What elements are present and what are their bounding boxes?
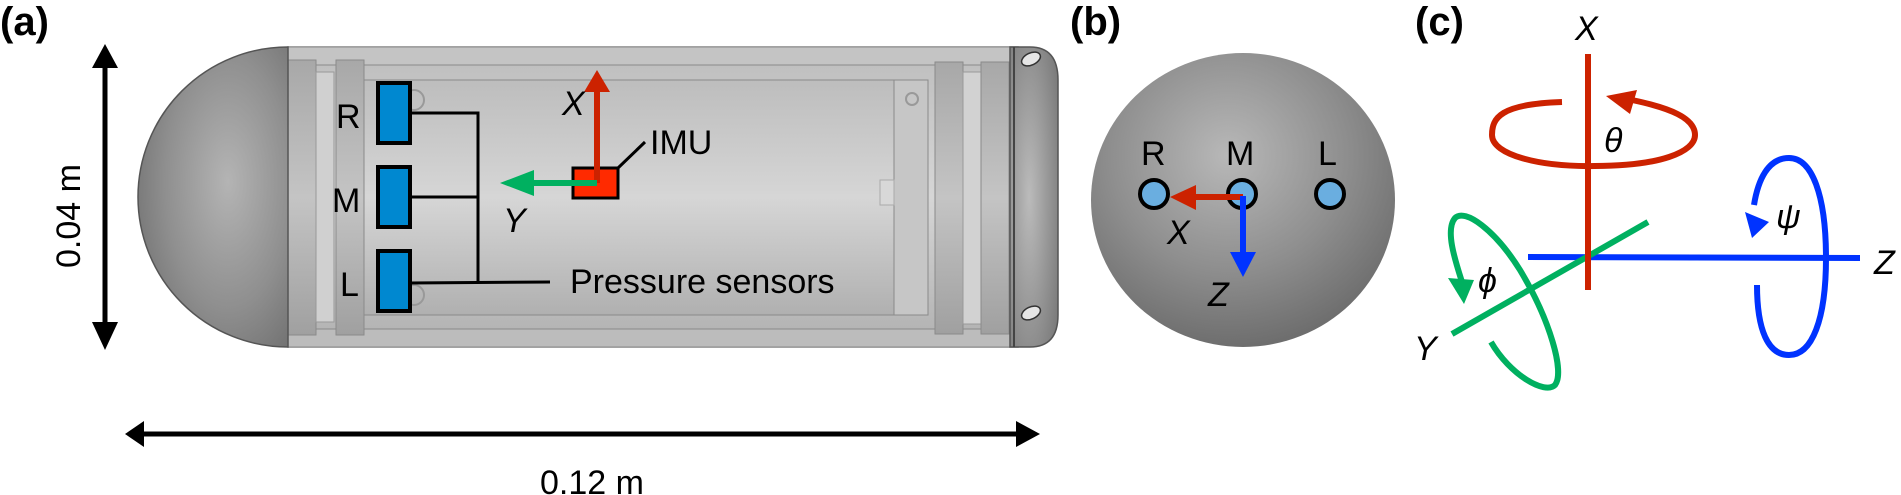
height-dimension-label: 0.04 m [50, 164, 88, 268]
front-sensor-label-m: M [1226, 135, 1254, 173]
capsule-nose-dome [137, 46, 289, 348]
panel-b-label: (b) [1070, 0, 1121, 44]
front-sensor-label-r: R [1141, 135, 1166, 173]
panel-c: (c) θ Z Y X ϕ ψ [1414, 0, 1896, 391]
front-z-axis-arrow [1230, 196, 1256, 277]
front-sensor-label-l: L [1318, 135, 1337, 173]
y-axis-label: Y [1414, 330, 1439, 368]
panel-c-label: (c) [1415, 0, 1464, 44]
panel-a: (a) 0.04 m [0, 0, 1059, 495]
front-z-axis-label: Z [1207, 276, 1230, 314]
phi-label: ϕ [1478, 262, 1497, 300]
imu-y-axis-label: Y [503, 202, 528, 240]
capsule-end-cap [1009, 46, 1059, 348]
sensor-m [376, 165, 412, 229]
imu-y-axis-arrow [500, 170, 597, 196]
front-sensor-r [1138, 178, 1170, 210]
psi-rotation-arrow [1745, 154, 1830, 359]
sensor-l [376, 249, 412, 313]
psi-label: ψ [1776, 198, 1801, 236]
front-sensor-l [1314, 178, 1346, 210]
theta-label: θ [1604, 122, 1623, 160]
phi-rotation-arrow [1447, 212, 1561, 391]
front-x-axis-arrow [1170, 185, 1243, 210]
front-x-axis-label: X [1166, 214, 1191, 252]
imu-leader-line [616, 140, 647, 170]
theta-rotation-arrow [1488, 90, 1699, 170]
y-axis-line [1450, 219, 1650, 337]
imu-x-axis-label: X [561, 85, 586, 123]
length-dimension-arrow [125, 421, 1040, 447]
panel-b: (b) R M L X Z [1070, 0, 1395, 347]
sensor-r [376, 81, 412, 145]
panel-a-label: (a) [0, 0, 49, 44]
sensor-label-l: L [340, 266, 359, 304]
x-axis-label: X [1574, 10, 1599, 48]
imu-x-axis-arrow [584, 70, 610, 183]
imu-caption: IMU [650, 124, 712, 162]
length-dimension-label: 0.12 m [540, 464, 644, 495]
sensor-label-r: R [336, 98, 361, 136]
z-axis-line [1527, 254, 1861, 261]
pressure-sensors-caption: Pressure sensors [570, 263, 835, 301]
sensor-leader-lines [409, 111, 551, 285]
z-axis-label: Z [1873, 244, 1896, 282]
height-dimension-arrow [92, 44, 118, 350]
sensor-label-m: M [332, 182, 360, 220]
